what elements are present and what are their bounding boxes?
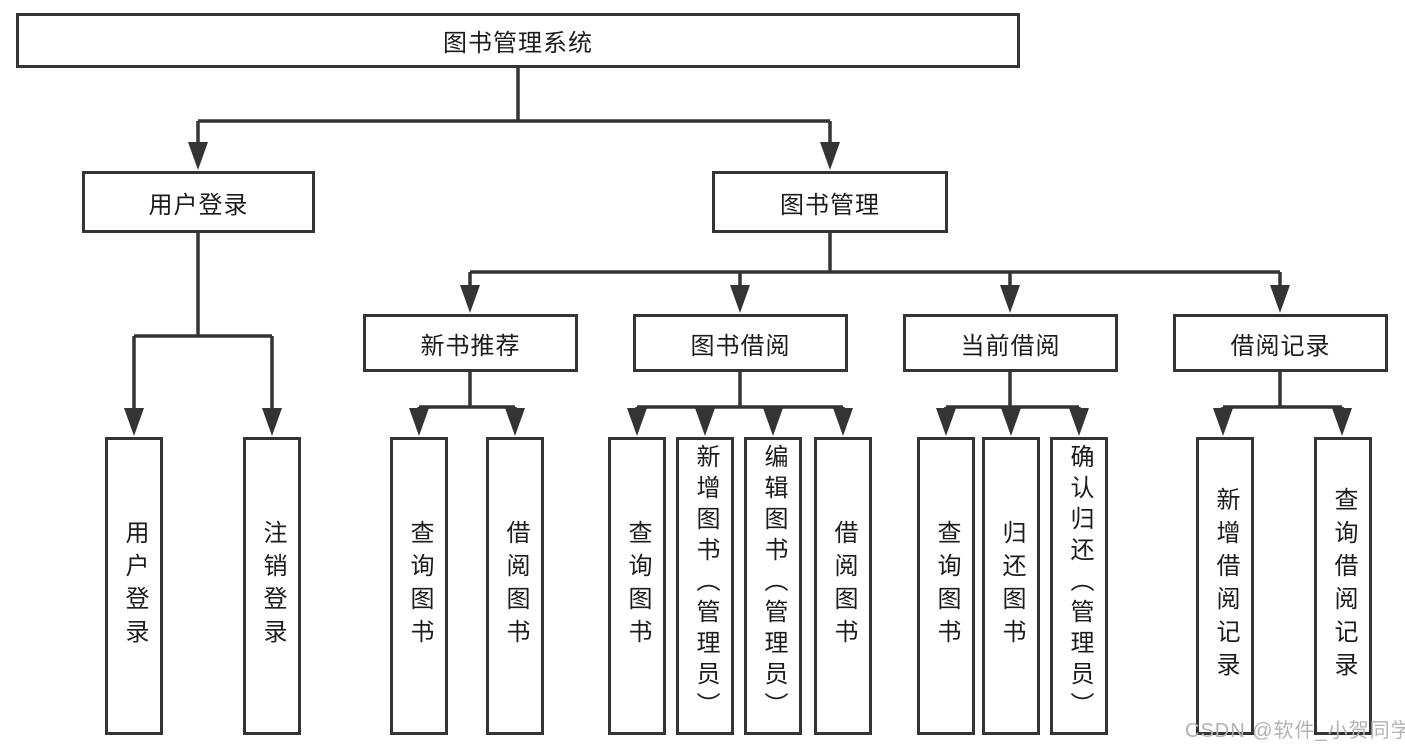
leaf-br-query-record: 查询借阅记录: [1314, 437, 1372, 735]
leaf-cb-confirm-return-admin-label: 确认归还（管理员）: [1066, 444, 1093, 723]
leaf-user-login: 用户登录: [105, 437, 163, 735]
leaf-bb-borrow-book: 借阅图书: [814, 437, 872, 735]
leaf-br-add-record: 新增借阅记录: [1196, 437, 1254, 735]
leaf-br-query-record-label: 查询借阅记录: [1330, 487, 1357, 685]
node-borrow-record-label: 借阅记录: [1230, 332, 1331, 360]
leaf-bb-edit-book-admin-label: 编辑图书（管理员）: [760, 444, 787, 723]
leaf-bb-edit-book-admin: 编辑图书（管理员）: [744, 437, 802, 735]
leaf-cb-confirm-return-admin: 确认归还（管理员）: [1050, 437, 1108, 735]
leaf-bb-borrow-book-label: 借阅图书: [830, 520, 857, 652]
leaf-bb-query-book-label: 查询图书: [624, 520, 651, 652]
leaf-nbr-borrow-book: 借阅图书: [486, 437, 544, 735]
leaf-cb-query-book-label: 查询图书: [933, 520, 960, 652]
node-book-management: 图书管理: [712, 171, 948, 233]
node-new-book-recommend-label: 新书推荐: [420, 332, 521, 360]
leaf-bb-query-book: 查询图书: [608, 437, 666, 735]
leaf-logout-label: 注销登录: [259, 520, 286, 652]
leaf-nbr-query-book: 查询图书: [390, 437, 448, 735]
node-new-book-recommend: 新书推荐: [363, 314, 578, 372]
leaf-logout: 注销登录: [243, 437, 301, 735]
node-borrow-record: 借阅记录: [1173, 314, 1388, 372]
node-book-management-label: 图书管理: [780, 191, 880, 219]
node-user-login: 用户登录: [82, 171, 315, 233]
node-root-label: 图书管理系统: [443, 30, 593, 57]
leaf-cb-return-book: 归还图书: [982, 437, 1040, 735]
leaf-br-add-record-label: 新增借阅记录: [1212, 487, 1239, 685]
arrowhead-icons: [124, 142, 1352, 436]
leaf-nbr-borrow-book-label: 借阅图书: [502, 520, 529, 652]
node-current-borrow: 当前借阅: [903, 314, 1118, 372]
leaf-bb-add-book-admin-label: 新增图书（管理员）: [692, 444, 719, 723]
node-book-borrow: 图书借阅: [633, 314, 848, 372]
leaf-user-login-label: 用户登录: [121, 520, 148, 652]
node-root: 图书管理系统: [16, 13, 1020, 68]
leaf-cb-return-book-label: 归还图书: [998, 520, 1025, 652]
leaf-cb-query-book: 查询图书: [917, 437, 975, 735]
watermark: CSDN @软件_小贺同学: [1185, 720, 1405, 742]
node-user-login-label: 用户登录: [148, 191, 249, 219]
leaf-bb-add-book-admin: 新增图书（管理员）: [676, 437, 734, 735]
node-book-borrow-label: 图书借阅: [690, 332, 791, 360]
node-current-borrow-label: 当前借阅: [960, 332, 1061, 360]
leaf-nbr-query-book-label: 查询图书: [406, 520, 433, 652]
